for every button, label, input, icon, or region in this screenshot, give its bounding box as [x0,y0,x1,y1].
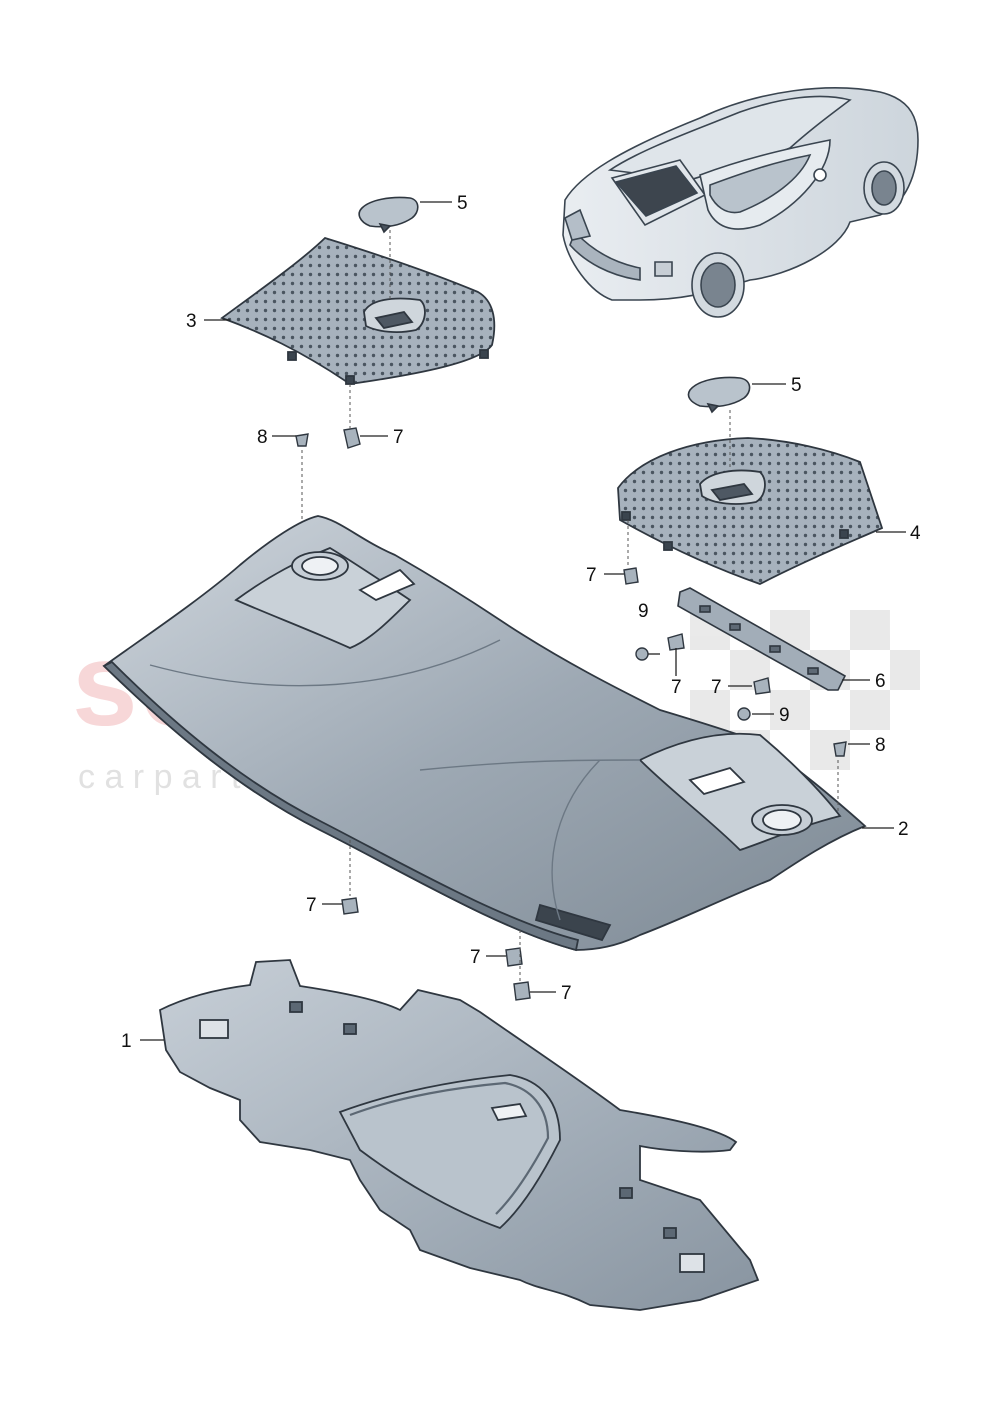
part-5-cover-upper [358,196,419,234]
clip-7-c [667,633,685,651]
callout-3: 3 [186,311,197,332]
part-3-speaker-cover-left [220,236,496,385]
callout-7-d: 7 [711,677,722,698]
callout-2: 2 [898,819,909,840]
assembly-lines [301,230,839,982]
screw-9-a [635,647,649,661]
part-4-speaker-cover-right [617,437,884,585]
callout-7-e: 7 [306,895,317,916]
leader-lines [140,201,906,1041]
fasteners [295,427,847,1001]
part-2-parcel-shelf [102,515,867,952]
callout-9-a: 9 [638,601,649,622]
clip-7-f [505,947,523,967]
callout-7-f: 7 [470,947,481,968]
callout-7-a: 7 [393,427,404,448]
callout-7-b: 7 [586,565,597,586]
clip-7-g [513,981,531,1001]
part-6-mounting-rail [677,587,847,691]
callout-8-a: 8 [257,427,268,448]
part-5-cover-right [687,376,751,414]
clip-7-a [343,427,361,449]
clip-7-e [341,897,359,915]
checkered-flag-icon [690,610,920,770]
callout-6: 6 [875,671,886,692]
callout-numbers: 1 2 3 4 5 5 6 7 7 7 7 7 7 7 8 8 9 9 [121,193,921,1052]
part-1-floor-insulation [159,959,760,1311]
callout-9-b: 9 [779,705,790,726]
clip-7-b [623,567,639,585]
vehicle-reference-illustration [562,87,919,318]
screw-8-b [833,741,847,757]
callout-7-g: 7 [561,983,572,1004]
callout-5-upper: 5 [457,193,468,214]
callout-5-right: 5 [791,375,802,396]
callout-7-c: 7 [671,677,682,698]
callout-1: 1 [121,1031,132,1052]
clip-7-d [753,677,771,695]
callout-4: 4 [910,523,921,544]
screw-8-a [295,433,309,447]
callout-8-b: 8 [875,735,886,756]
screw-9-b [737,707,751,721]
